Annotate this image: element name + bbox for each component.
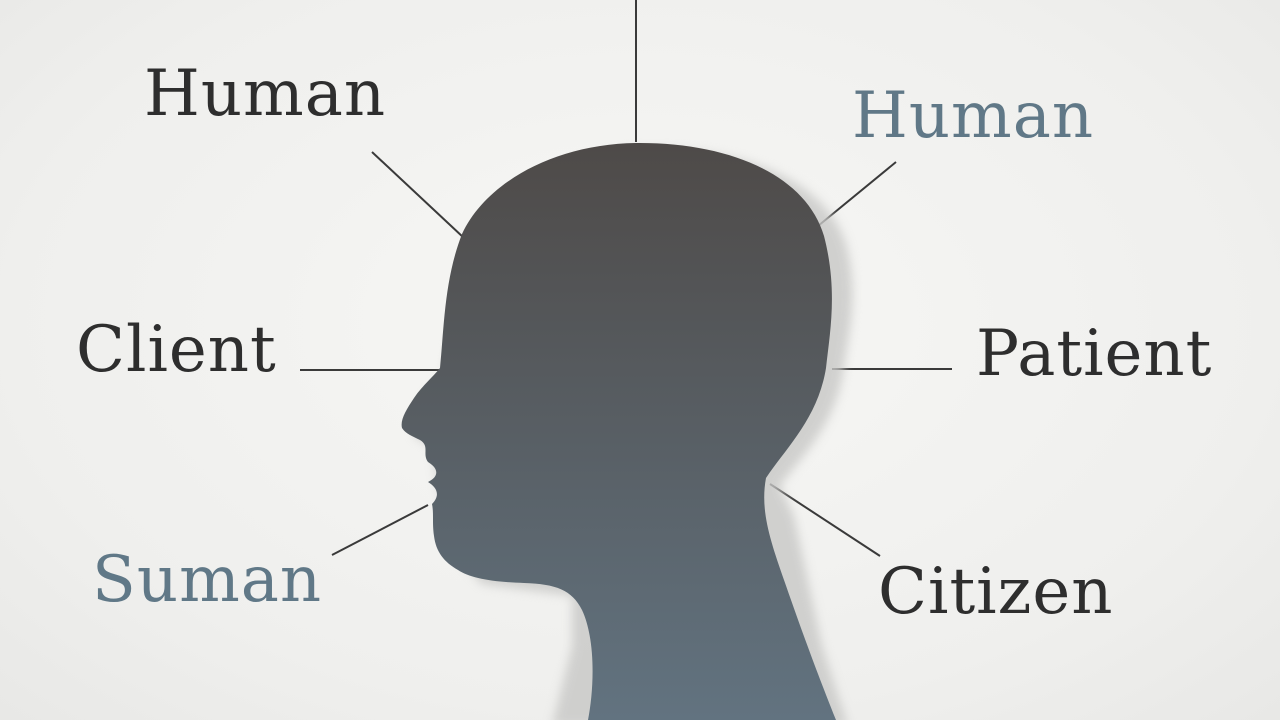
connector-suman	[331, 504, 429, 556]
label-client: Client	[76, 313, 277, 387]
connector-lines	[300, 0, 952, 557]
label-patient: Patient	[976, 317, 1213, 391]
connector-human-left	[371, 151, 465, 239]
label-citizen: Citizen	[878, 555, 1114, 629]
connector-citizen	[769, 483, 881, 557]
head-silhouette-icon	[401, 143, 836, 720]
label-human-left: Human	[144, 57, 387, 131]
label-suman: Suman	[92, 543, 323, 617]
label-human-right: Human	[852, 79, 1095, 153]
